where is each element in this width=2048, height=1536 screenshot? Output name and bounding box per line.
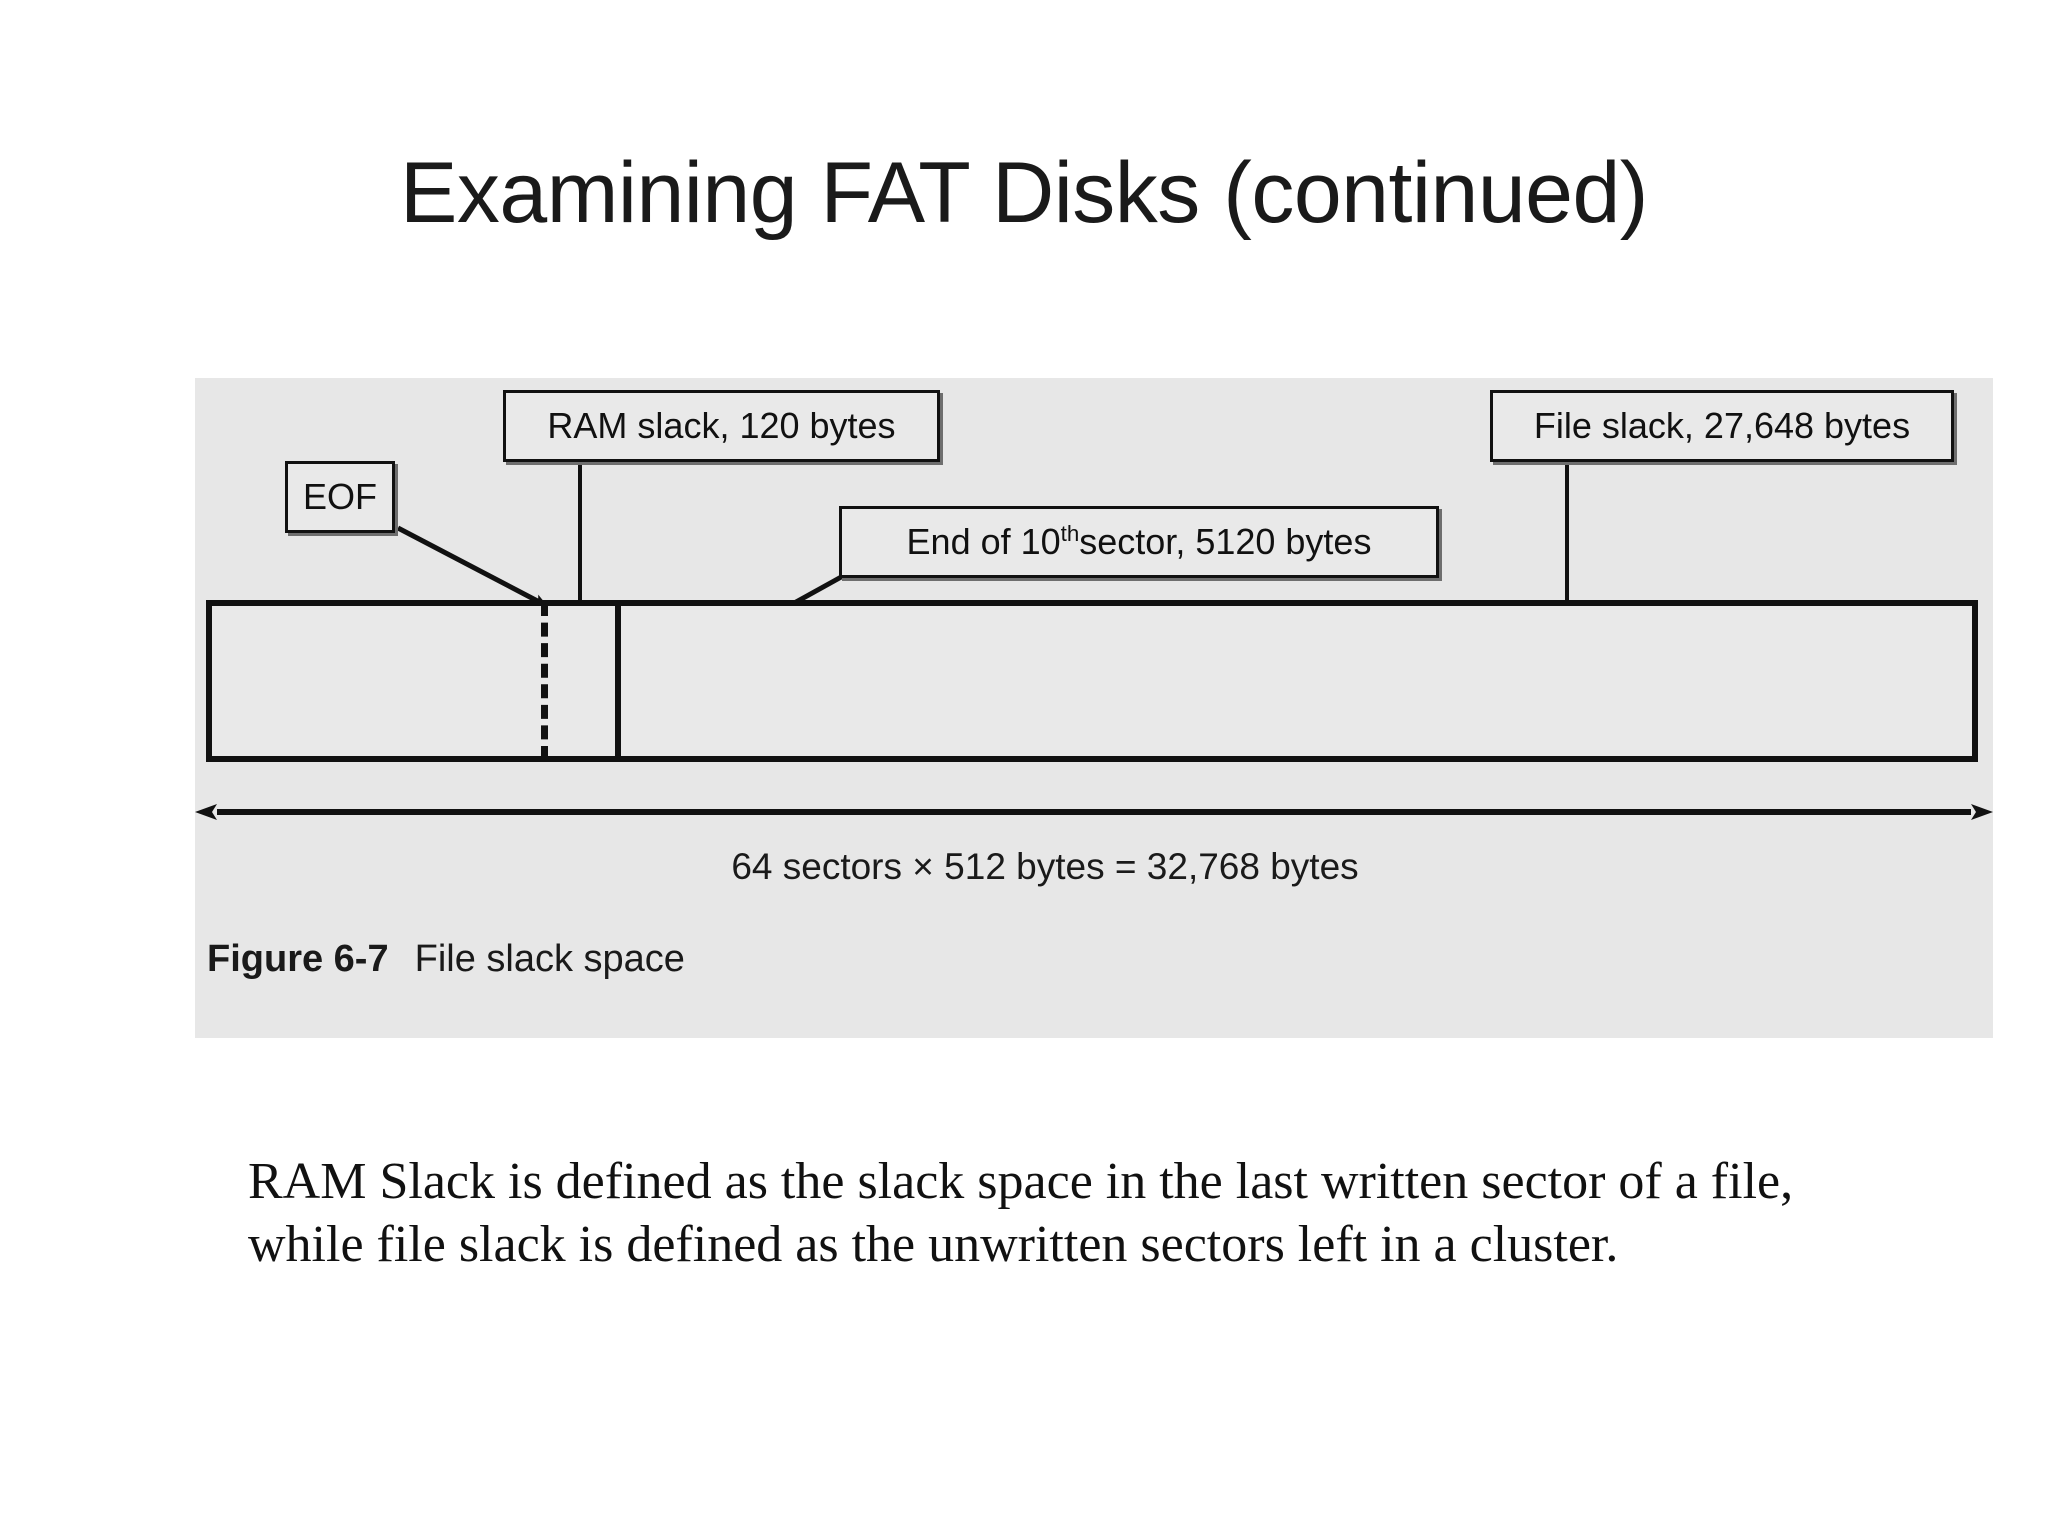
callout-end-of-sector-superscript: th bbox=[1060, 521, 1080, 546]
body-paragraph: RAM Slack is defined as the slack space … bbox=[248, 1153, 1794, 1274]
callout-end-of-sector: End of 10th sector, 5120 bytes bbox=[839, 506, 1439, 578]
callout-ram-slack: RAM slack, 120 bytes bbox=[503, 390, 940, 462]
sector-boundary-divider bbox=[615, 600, 621, 762]
figure-caption-text: File slack space bbox=[414, 938, 685, 980]
callout-ram-slack-label: RAM slack, 120 bytes bbox=[547, 405, 896, 446]
figure-caption: Figure 6-7 File slack space bbox=[207, 938, 685, 981]
eof-dashed-marker bbox=[541, 602, 548, 760]
figure-panel: RAM slack, 120 bytes EOF End of 10th sec… bbox=[195, 378, 1993, 1038]
cluster-rectangle bbox=[206, 600, 1978, 762]
cluster-dimension-label: 64 sectors × 512 bytes = 32,768 bytes bbox=[731, 846, 1359, 887]
callout-eof: EOF bbox=[285, 461, 395, 533]
callout-file-slack-label: File slack, 27,648 bytes bbox=[1533, 405, 1911, 446]
callout-file-slack: File slack, 27,648 bytes bbox=[1490, 390, 1954, 462]
page-title: Examining FAT Disks (continued) bbox=[400, 145, 1648, 241]
callout-eof-label: EOF bbox=[302, 476, 377, 517]
callout-end-of-sector-suffix: sector, 5120 bytes bbox=[1079, 521, 1372, 562]
callout-end-of-sector-prefix: End of 10 bbox=[906, 521, 1061, 562]
callout-end-of-sector-label: End of 10th sector, 5120 bytes bbox=[907, 521, 1372, 563]
figure-caption-number: Figure 6-7 bbox=[207, 938, 389, 980]
